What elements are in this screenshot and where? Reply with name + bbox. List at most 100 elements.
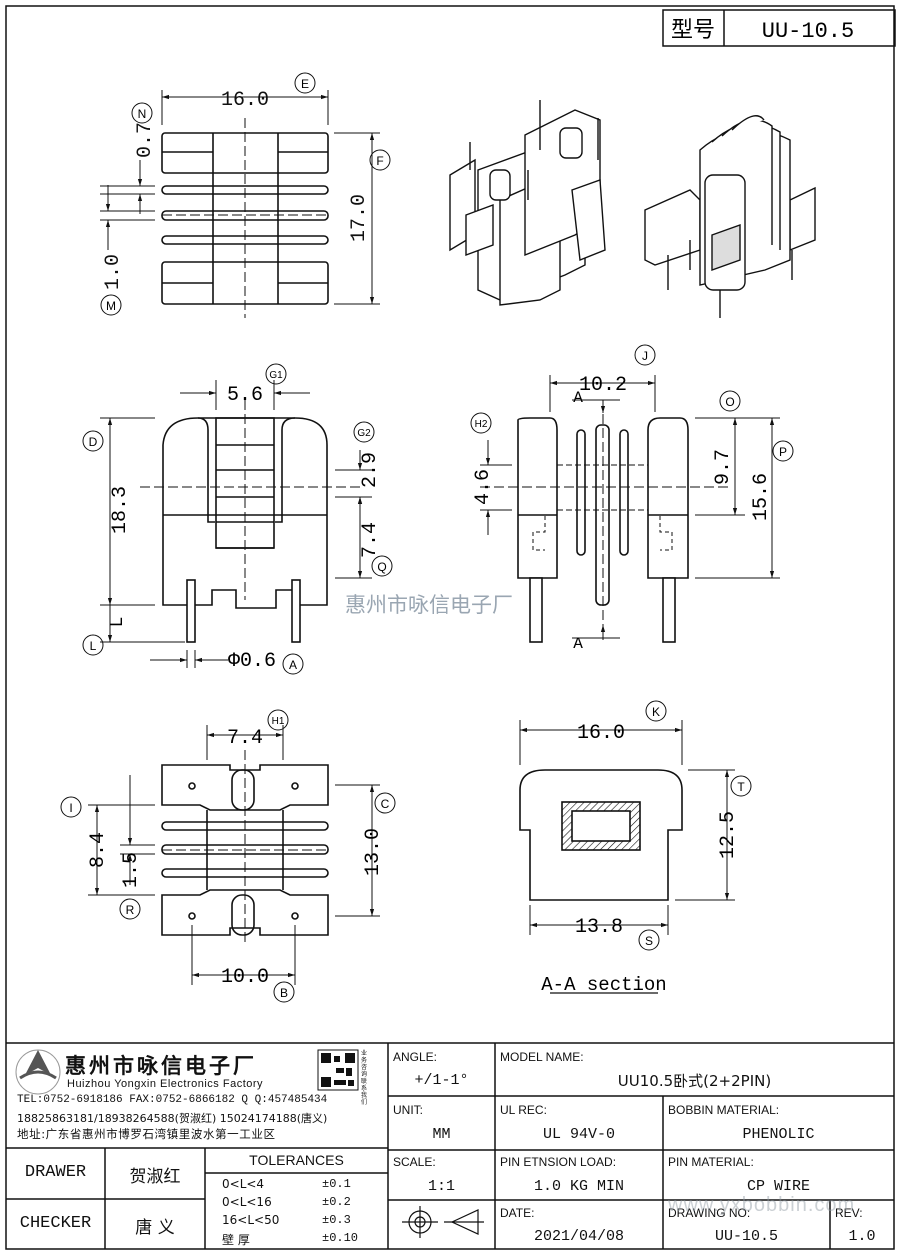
tag-h2: H2 [470, 412, 492, 434]
tag-l: L [82, 634, 104, 656]
tolerance-value: ±0.3 [322, 1213, 351, 1227]
unit-label: UNIT: [393, 1103, 423, 1117]
svg-text:C: C [381, 797, 390, 811]
svg-text:D: D [89, 435, 98, 449]
dim-bottom-pin-spacing: 10.0 [221, 966, 269, 989]
tolerance-range: 壁 厚 [222, 1233, 250, 1247]
pin-material-label: PIN MATERIAL: [668, 1155, 754, 1169]
svg-text:Q: Q [377, 560, 386, 574]
tag-g2: G2 [353, 421, 375, 443]
svg-text:J: J [642, 349, 648, 363]
dim-top-width: 16.0 [221, 89, 269, 112]
company-address: 地址:广东省惠州市博罗石湾镇里波水第一工业区 [17, 1127, 276, 1141]
date-label: DATE: [500, 1206, 535, 1220]
drawer-label: DRAWER [24, 1163, 87, 1182]
dim-top-height: 17.0 [348, 194, 371, 242]
model-box: 型号 UU-10.5 [662, 9, 896, 47]
tag-d: D [82, 430, 104, 452]
svg-text:T: T [737, 780, 745, 794]
scale-value: 1:1 [427, 1178, 455, 1195]
tag-s: S [638, 929, 660, 951]
tag-i: I [60, 796, 82, 818]
model-name-value: UU10.5卧式(2+2PIN) [617, 1072, 772, 1090]
company-logo [15, 1049, 61, 1095]
dim-top-gap: 0.7 [134, 122, 157, 158]
checker-value: 唐 义 [135, 1218, 175, 1238]
svg-text:F: F [376, 154, 383, 168]
tag-k: K [645, 700, 667, 722]
svg-text:I: I [69, 801, 72, 815]
drawing-no-label: DRAWING NO: [668, 1206, 751, 1220]
tag-t: T [730, 775, 752, 797]
tag-n: N [131, 102, 153, 124]
dim-front-h-small: 2.9 [359, 452, 382, 488]
tag-m: M [100, 294, 122, 316]
tolerance-range: 16<L<50 [222, 1213, 280, 1227]
bottom-view [88, 725, 380, 985]
dim-section-base: 13.8 [575, 916, 623, 939]
pin-load-label: PIN ETNSION LOAD: [500, 1155, 617, 1169]
svg-text:P: P [779, 445, 787, 459]
svg-text:G1: G1 [269, 370, 283, 381]
tolerance-range: 0<L<4 [222, 1177, 265, 1191]
tag-e: E [294, 72, 316, 94]
top-view [100, 90, 380, 318]
tag-f: F [369, 149, 391, 171]
checker-label: CHECKER [19, 1214, 92, 1233]
drawing-no-value: UU-10.5 [714, 1228, 778, 1245]
dim-bottom-h-a: 8.4 [87, 832, 110, 868]
section-mark-bottom: A [573, 635, 583, 653]
model-box-value: UU-10.5 [762, 19, 854, 44]
dim-side-h3: 15.6 [750, 473, 773, 521]
title-block-grid [6, 1042, 894, 1249]
company-name-cn: 惠州市咏信电子厂 [65, 1054, 257, 1078]
dim-bottom-width: 7.4 [227, 727, 263, 750]
isometric-view-left [449, 100, 606, 306]
angle-value: +/1-1° [414, 1072, 469, 1089]
svg-text:E: E [301, 77, 309, 91]
date-value: 2021/04/08 [533, 1228, 624, 1245]
svg-text:M: M [106, 299, 116, 313]
model-box-label: 型号 [671, 18, 715, 43]
svg-text:K: K [652, 705, 660, 719]
svg-text:A: A [289, 658, 297, 672]
dim-side-width: 10.2 [579, 374, 627, 397]
dim-top-gap-mid: 1.0 [102, 254, 125, 290]
tag-h1: H1 [267, 709, 289, 731]
unit-value: MM [432, 1126, 451, 1143]
tag-g1: G1 [265, 363, 287, 385]
pin-material-value: CP WIRE [746, 1178, 810, 1195]
svg-text:L: L [90, 639, 97, 653]
svg-text:H2: H2 [475, 419, 488, 430]
bobbin-material-label: BOBBIN MATERIAL: [668, 1103, 780, 1117]
qr-caption: 业务咨询联系我们 [361, 1050, 368, 1106]
side-view [480, 375, 780, 643]
ul-rec-label: UL REC: [500, 1103, 547, 1117]
section-view [519, 720, 735, 994]
svg-text:S: S [645, 934, 653, 948]
tag-p: P [772, 440, 794, 462]
dim-section-height: 12.5 [717, 811, 740, 859]
section-mark-top: A [573, 389, 583, 407]
tag-r: R [119, 898, 141, 920]
dim-front-width: 5.6 [227, 384, 263, 407]
angle-label: ANGLE: [393, 1050, 438, 1064]
front-view [100, 380, 372, 668]
ul-rec-value: UL 94V-0 [542, 1126, 615, 1143]
svg-text:G2: G2 [357, 428, 371, 439]
isometric-view-right [644, 115, 816, 318]
bobbin-material-value: PHENOLIC [742, 1126, 815, 1143]
dim-bottom-h-b: 1.5 [120, 852, 143, 888]
tag-o: O [719, 390, 741, 412]
section-title: A-A section [541, 974, 666, 996]
dim-front-height: 18.3 [109, 486, 132, 534]
model-name-label: MODEL NAME: [500, 1050, 584, 1064]
dim-front-h-mid: 7.4 [359, 522, 382, 558]
dim-front-pin-dia: Φ0.6 [228, 650, 276, 673]
tag-q: Q [371, 555, 393, 577]
dim-side-h1: 4.6 [472, 469, 495, 505]
tolerance-value: ±0.2 [322, 1195, 351, 1209]
company-name-en: Huizhou Yongxin Electronics Factory [67, 1078, 264, 1090]
tag-b: B [273, 981, 295, 1003]
qr-code [317, 1049, 359, 1091]
